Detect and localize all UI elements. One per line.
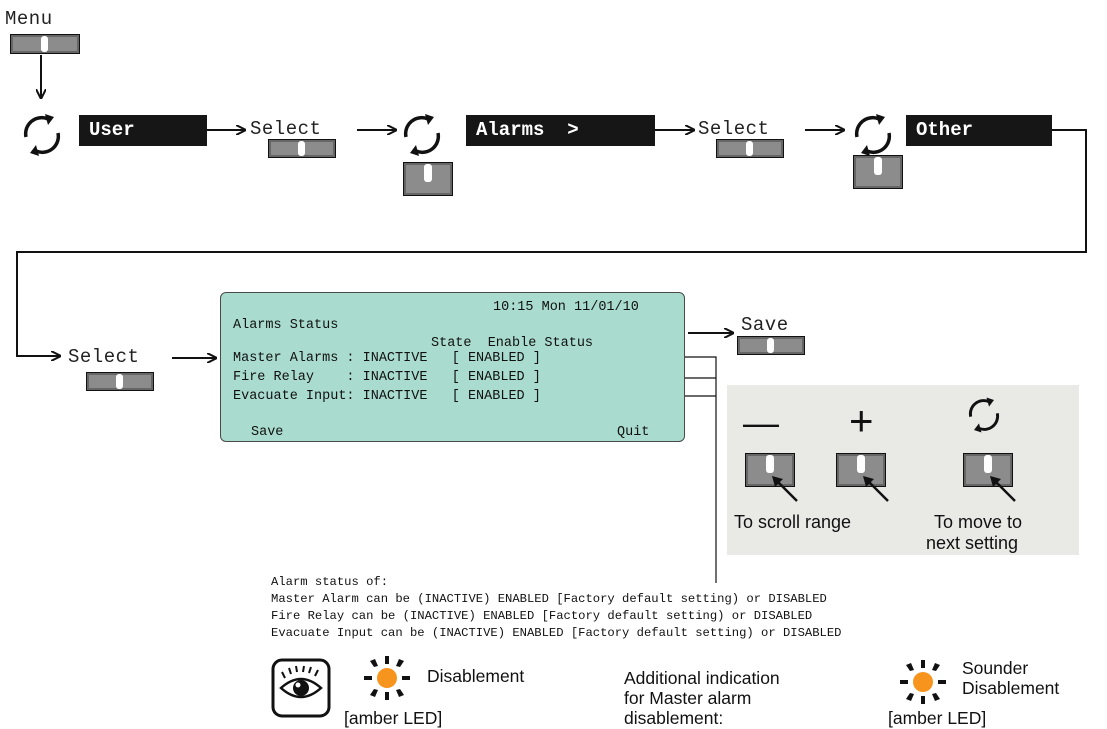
minus-symbol: — (743, 402, 779, 443)
lcd-row-fire-relay[interactable]: Fire Relay : INACTIVE [ ENABLED ] (233, 370, 541, 385)
lcd-softkey-save[interactable]: Save (251, 425, 284, 440)
scroll-push-button-icon[interactable] (403, 162, 453, 196)
additional-indication-line3: disablement: (624, 708, 724, 728)
save-label: Save (741, 314, 789, 336)
sounder-label-line2: Disablement (962, 678, 1060, 698)
rotate-arrows-icon (23, 114, 61, 156)
lcd-row-evacuate-input[interactable]: Evacuate Input: INACTIVE [ ENABLED ] (233, 389, 541, 404)
minus-push-button-icon[interactable] (745, 453, 817, 505)
lcd-row-master-alarms[interactable]: Master Alarms : INACTIVE [ ENABLED ] (233, 351, 541, 366)
eye-icon (271, 658, 331, 718)
select-push-button-icon[interactable] (716, 139, 784, 158)
menu-screen-alarms: Alarms > (466, 115, 655, 146)
menu-screen-other: Other (906, 115, 1052, 146)
lcd-column-headers: State Enable Status (431, 336, 594, 351)
select-push-button-icon[interactable] (268, 139, 336, 158)
scroll-push-button-icon[interactable] (853, 155, 903, 189)
lcd-datetime: 10:15 Mon 11/01/10 (493, 300, 639, 315)
next-setting-caption-line1: To move to (934, 512, 1023, 532)
additional-indication-line2: for Master alarm (624, 688, 752, 708)
status-note-fire-relay: Fire Relay can be (INACTIVE) ENABLED [Fa… (271, 609, 813, 623)
rotate-arrows-icon (403, 114, 441, 156)
lcd-alarms-status-screen: 10:15 Mon 11/01/10 Alarms Status State E… (220, 292, 685, 442)
status-note-master-alarm: Master Alarm can be (INACTIVE) ENABLED [… (271, 592, 827, 606)
plus-symbol: + (849, 397, 874, 444)
select-label: Select (68, 346, 140, 368)
amber-led-icon (364, 656, 410, 700)
select-label: Select (250, 118, 322, 140)
rotate-arrows-icon (968, 397, 1000, 433)
next-setting-caption-line2: next setting (926, 533, 1019, 553)
save-push-button-icon[interactable] (737, 336, 805, 355)
status-note-heading: Alarm status of: (271, 575, 389, 589)
menu-push-button-icon[interactable] (10, 34, 80, 54)
lcd-softkey-quit[interactable]: Quit (617, 425, 650, 440)
menu-screen-user: User (79, 115, 207, 146)
select-label: Select (698, 118, 770, 140)
select-push-button-icon[interactable] (86, 372, 154, 391)
keys-help-panel: — + To scroll range To move to next sett… (727, 385, 1079, 555)
sounder-label-line1: Sounder (962, 658, 1029, 678)
amber-led-icon (900, 660, 946, 704)
additional-indication-line1: Additional indication (624, 668, 780, 688)
status-note-evacuate-input: Evacuate Input can be (INACTIVE) ENABLED… (271, 626, 842, 640)
plus-push-button-icon[interactable] (836, 453, 908, 505)
amber-led-label: [amber LED] (344, 708, 443, 728)
amber-led-label-2: [amber LED] (888, 708, 987, 728)
next-setting-push-button-icon[interactable] (963, 453, 1035, 505)
scroll-range-caption: To scroll range (734, 512, 852, 532)
disablement-label: Disablement (427, 666, 525, 686)
rotate-arrows-icon (854, 114, 892, 156)
lcd-title: Alarms Status (233, 318, 339, 333)
menu-label: Menu (5, 8, 53, 30)
